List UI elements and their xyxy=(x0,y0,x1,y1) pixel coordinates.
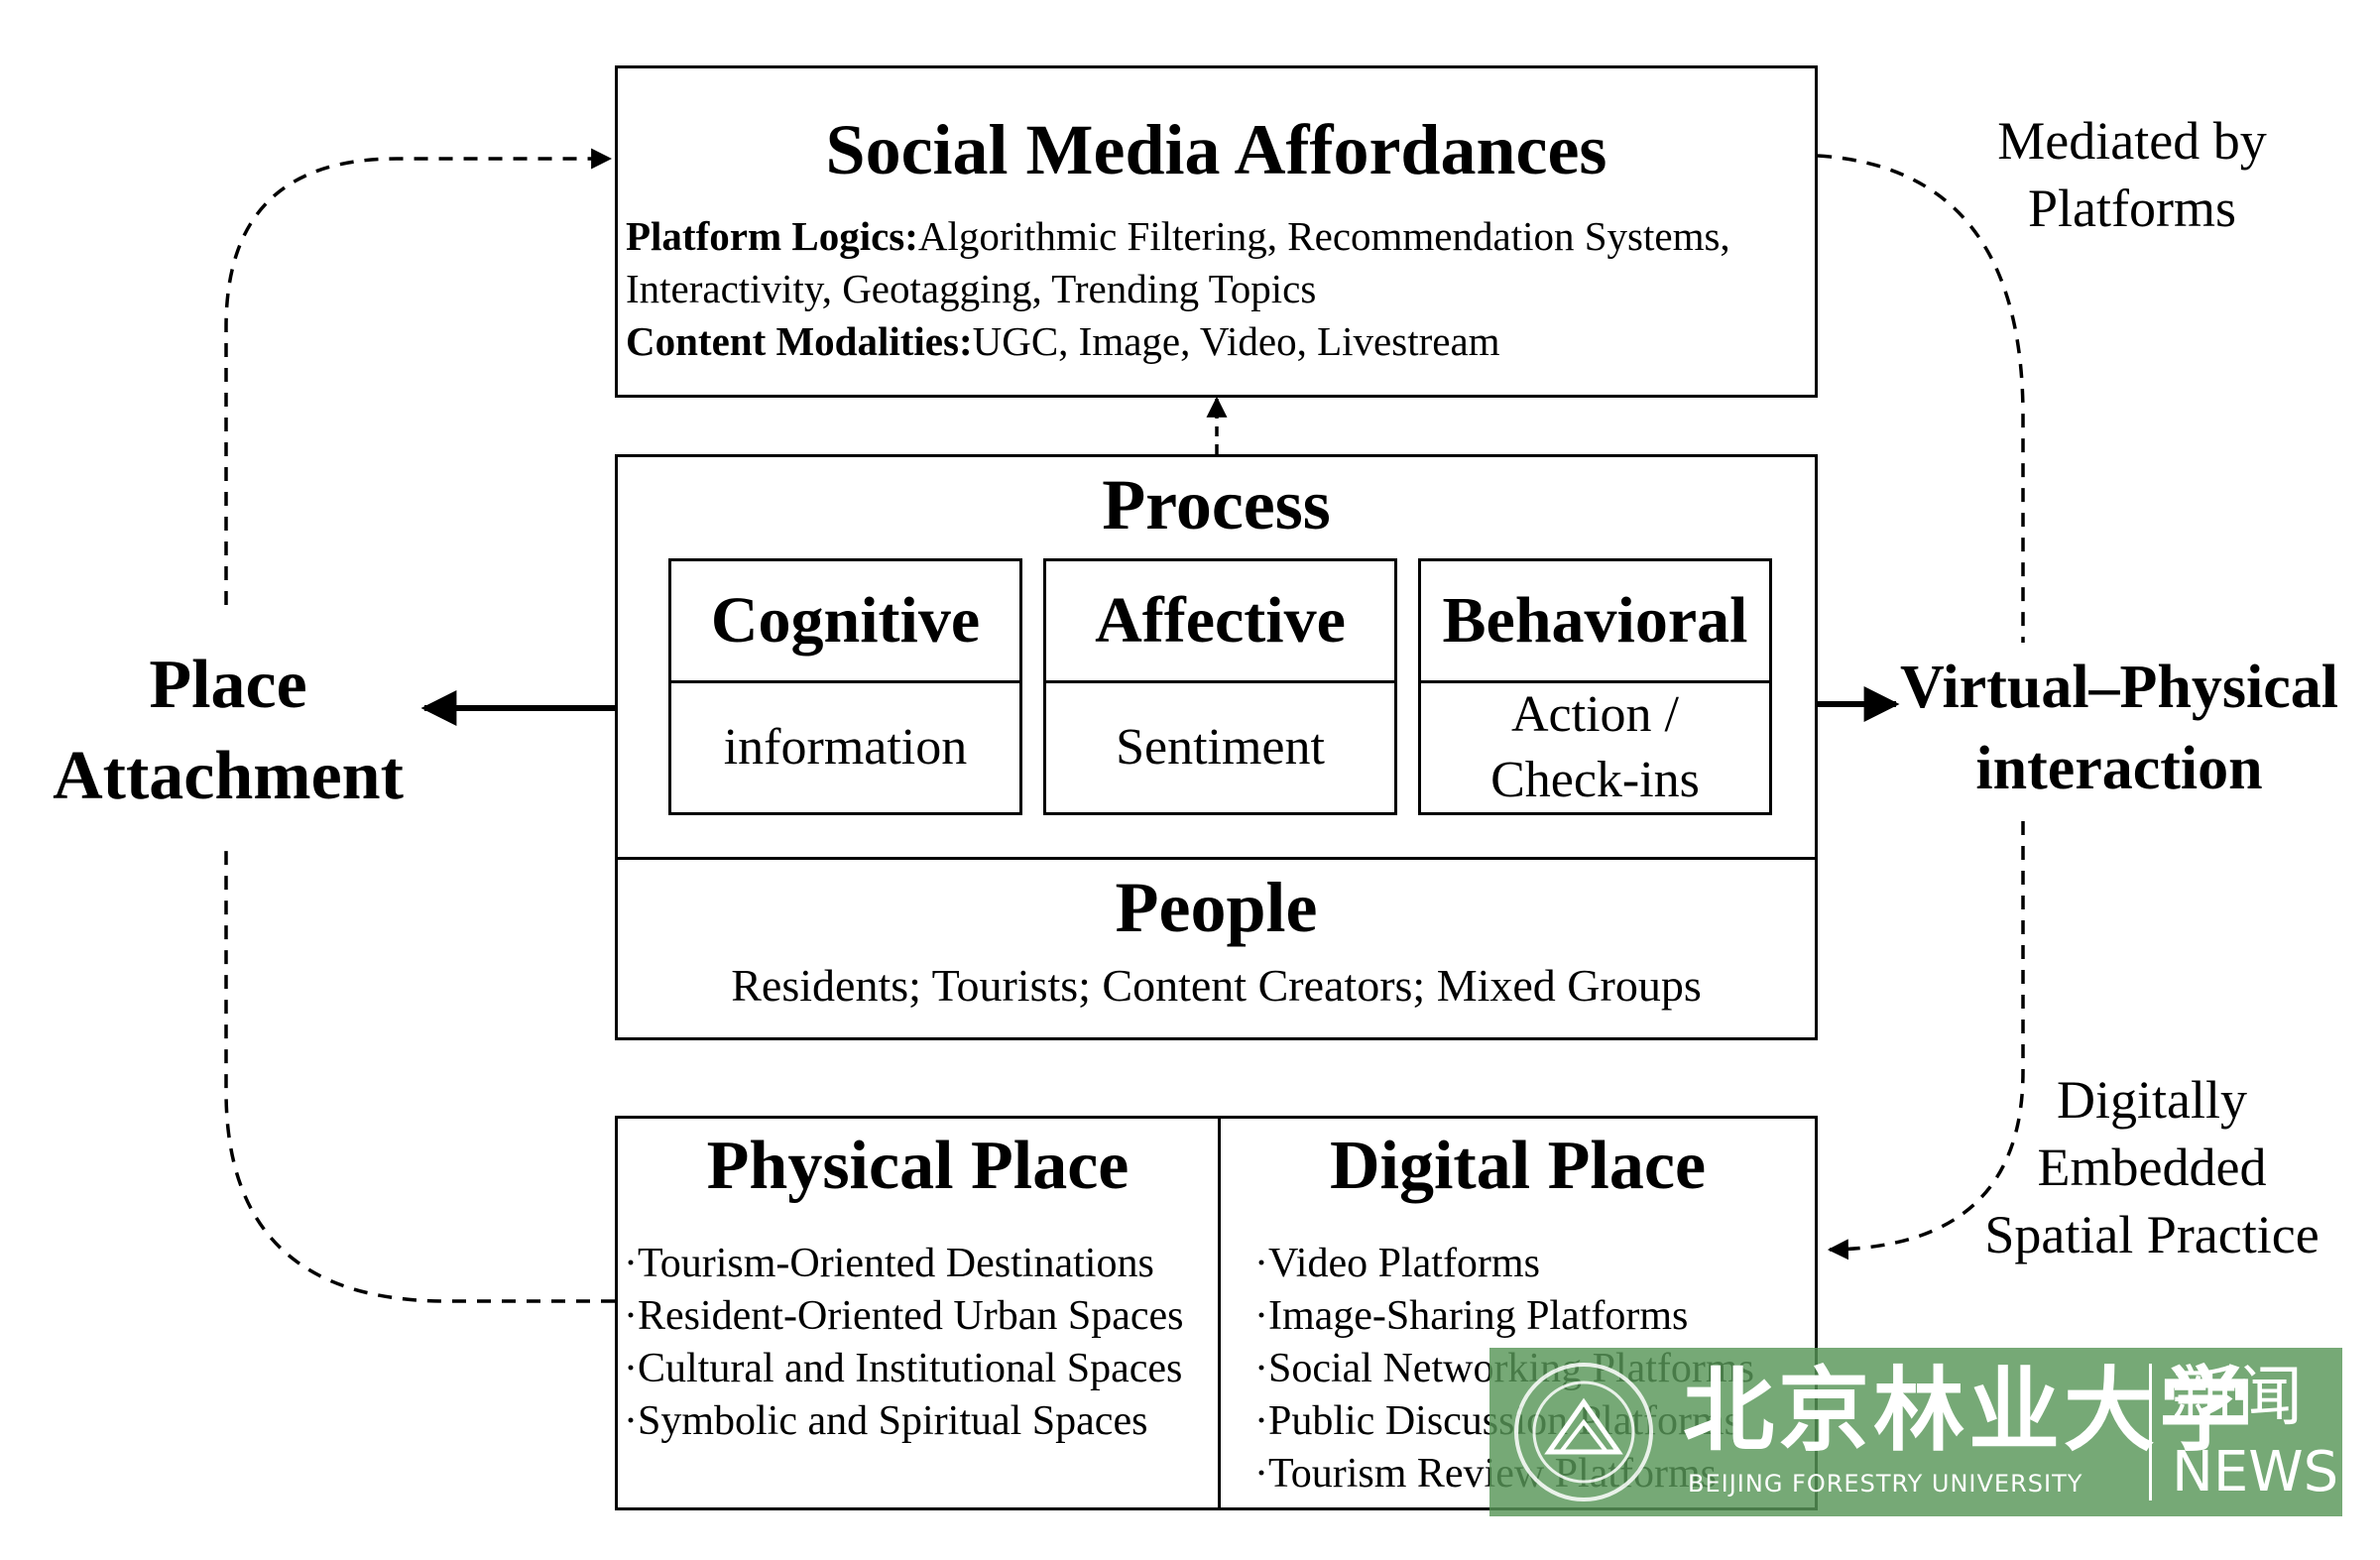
people-title: People xyxy=(1115,868,1318,947)
dashed-line-physical-to-attachment xyxy=(224,851,615,1303)
physical-place-item: ·Symbolic and Spiritual Spaces xyxy=(624,1398,1148,1444)
place-attachment-line-2: Attachment xyxy=(53,738,404,814)
digital-place-item: ·Image-Sharing Platforms xyxy=(1254,1293,1689,1339)
virtual-physical-label: Virtual–Physical interaction xyxy=(1896,647,2342,809)
cognitive-head: Cognitive xyxy=(671,561,1019,683)
affective-body-line: Sentiment xyxy=(1116,719,1325,776)
mediated-by-platforms-label: Mediated by Platforms xyxy=(1944,107,2320,242)
behavioral-cell: Behavioral Action / Check-ins xyxy=(1418,558,1772,815)
dashed-arrow-attachment-to-affordances xyxy=(224,148,613,605)
physical-place-title: Physical Place xyxy=(706,1128,1130,1204)
affective-body: Sentiment xyxy=(1046,683,1394,812)
mediated-line-2: Platforms xyxy=(2028,179,2236,238)
place-attachment-line-1: Place xyxy=(149,647,307,723)
content-modalities-label: Content Modalities: xyxy=(626,318,973,364)
digitally-line-3: Spatial Practice xyxy=(1984,1205,2320,1264)
places-divider xyxy=(1218,1119,1221,1507)
physical-place-item: ·Resident-Oriented Urban Spaces xyxy=(624,1293,1184,1339)
behavioral-head: Behavioral xyxy=(1421,561,1769,683)
platform-logics-label: Platform Logics: xyxy=(626,213,918,259)
social-media-affordances-box: Social Media Affordances Platform Logics… xyxy=(615,65,1818,398)
watermark-news-en: NEWS xyxy=(2172,1440,2339,1504)
behavioral-body: Action / Check-ins xyxy=(1421,683,1769,812)
process-people-box: Process Cognitive information Affective … xyxy=(615,454,1818,1040)
physical-place-list: ·Tourism-Oriented Destinations ·Resident… xyxy=(624,1238,1183,1448)
platform-logics-line-2: Interactivity, Geotagging, Trending Topi… xyxy=(626,263,1316,314)
physical-place-item: ·Tourism-Oriented Destinations xyxy=(624,1241,1154,1286)
affective-cell: Affective Sentiment xyxy=(1043,558,1397,815)
content-modalities-text: UGC, Image, Video, Livestream xyxy=(972,318,1500,364)
dashed-arrow-virtual-to-digital xyxy=(1827,821,2025,1260)
university-seal-icon xyxy=(1514,1363,1653,1501)
content-modalities-line: Content Modalities:UGC, Image, Video, Li… xyxy=(626,315,1500,367)
mediated-line-1: Mediated by xyxy=(1997,111,2267,171)
digitally-line-2: Embedded xyxy=(2037,1138,2267,1197)
process-people-divider xyxy=(618,857,1815,860)
watermark-divider xyxy=(2149,1364,2152,1500)
platform-logics-line: Platform Logics:Algorithmic Filtering, R… xyxy=(626,210,1730,262)
behavioral-body-line-1: Action / xyxy=(1511,686,1679,743)
digitally-embedded-label: Digitally Embedded Spatial Practice xyxy=(1954,1066,2350,1268)
platform-logics-text: Algorithmic Filtering, Recommendation Sy… xyxy=(917,213,1730,259)
place-attachment-label: Place Attachment xyxy=(20,640,436,822)
watermark-news-cn: 新闻 xyxy=(2172,1359,2303,1435)
cognitive-cell: Cognitive information xyxy=(668,558,1022,815)
watermark-chinese-name: 北京林业大学 xyxy=(1683,1358,2255,1464)
cognitive-body-line: information xyxy=(723,719,968,776)
process-title: Process xyxy=(1102,465,1331,544)
watermark-english-name: BEIJING FORESTRY UNIVERSITY xyxy=(1688,1470,2083,1498)
physical-place-item: ·Cultural and Institutional Spaces xyxy=(624,1346,1183,1391)
virtual-physical-line-2: interaction xyxy=(1975,735,2263,802)
university-news-watermark: 北京林业大学 BEIJING FORESTRY UNIVERSITY 新闻 NE… xyxy=(1489,1348,2342,1516)
social-media-title: Social Media Affordances xyxy=(825,110,1607,189)
digital-place-item: ·Video Platforms xyxy=(1254,1241,1540,1286)
behavioral-body-line-2: Check-ins xyxy=(1490,752,1700,808)
digital-place-title: Digital Place xyxy=(1329,1128,1707,1204)
dashed-line-affordances-to-virtual xyxy=(1817,154,2025,643)
people-groups: Residents; Tourists; Content Creators; M… xyxy=(731,960,1702,1011)
cognitive-body: information xyxy=(671,683,1019,812)
platform-logics-text-2: Interactivity, Geotagging, Trending Topi… xyxy=(626,266,1317,311)
digitally-line-1: Digitally xyxy=(2057,1070,2247,1130)
affective-head: Affective xyxy=(1046,561,1394,683)
virtual-physical-line-1: Virtual–Physical xyxy=(1899,654,2339,721)
